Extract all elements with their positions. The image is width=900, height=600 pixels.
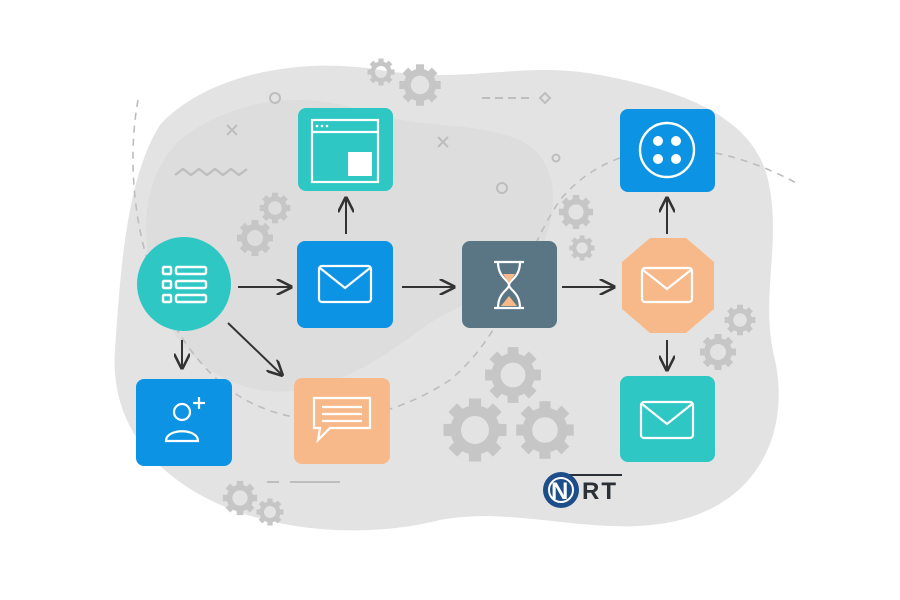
arrow-list-to-chat: [227, 322, 282, 375]
decorations: [174, 91, 561, 483]
envelope-icon: [640, 266, 694, 304]
add-user-icon: [164, 397, 205, 443]
node-email-main[interactable]: [297, 241, 393, 328]
x-mark-icon: [226, 124, 238, 136]
node-email-octagon[interactable]: [622, 238, 714, 333]
node-browser[interactable]: [298, 108, 393, 191]
flow-arrows: [182, 198, 667, 375]
node-email-bottom[interactable]: [620, 376, 715, 462]
node-chat[interactable]: [294, 378, 390, 464]
chat-bubble-icon: [312, 396, 372, 444]
x-mark-icon: [437, 136, 449, 148]
node-add-user[interactable]: [136, 379, 232, 466]
zigzag-line: [174, 167, 248, 177]
hourglass-icon: [494, 260, 524, 310]
node-wait[interactable]: [462, 241, 557, 328]
logo-letters-rt: RT: [582, 478, 618, 505]
envelope-icon: [317, 264, 373, 304]
list-icon: [161, 265, 208, 304]
diamond-icon: [538, 91, 552, 105]
node-app[interactable]: [620, 109, 715, 192]
app-dots-icon: [638, 121, 696, 179]
browser-window-icon: [310, 118, 380, 184]
nort-logo: N RT: [543, 472, 622, 508]
logo-letter-n: N: [551, 478, 570, 505]
node-list[interactable]: [137, 237, 231, 331]
envelope-icon: [639, 400, 695, 440]
